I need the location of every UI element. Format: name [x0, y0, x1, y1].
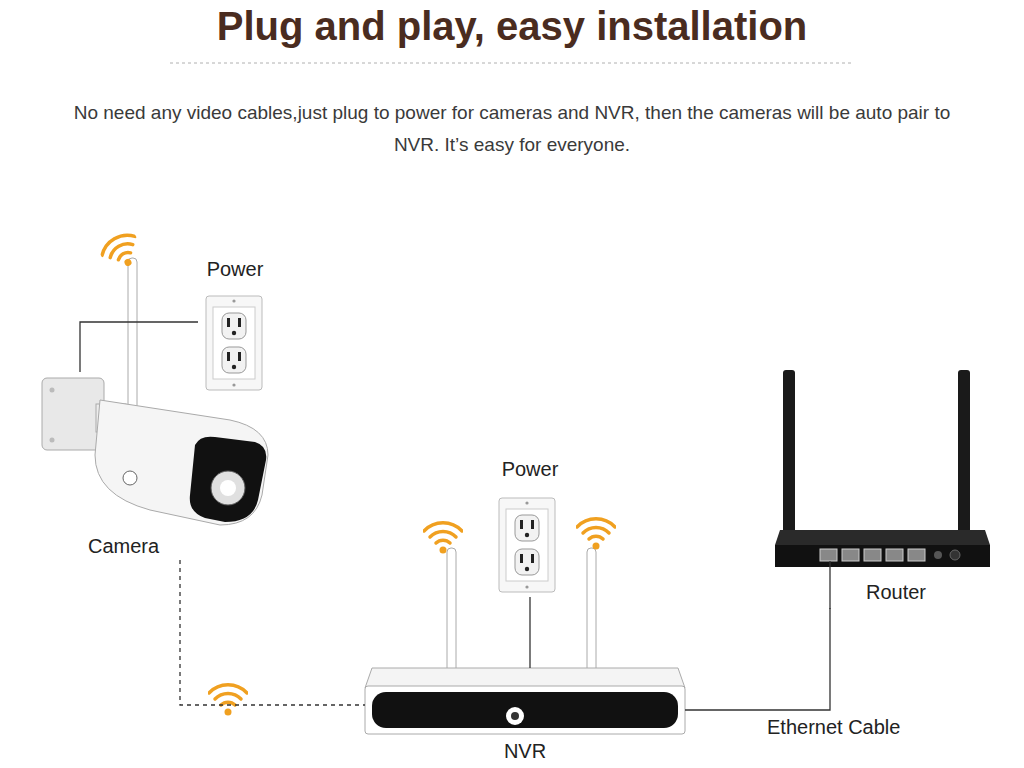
power-cord [529, 597, 530, 668]
camera-logo [123, 471, 137, 485]
wireless-link [180, 560, 365, 705]
nvr-panel [372, 692, 678, 728]
description-text: No need any video cables,just plug to po… [72, 97, 952, 161]
camera-antenna [128, 258, 137, 418]
router-top [775, 530, 990, 545]
cable-plug [829, 561, 830, 609]
router-node: Router [770, 368, 990, 608]
router-port [864, 549, 881, 561]
router-antenna [783, 370, 795, 538]
device-label: Router [866, 581, 926, 604]
nvr-antenna [587, 548, 596, 674]
wifi-icon [98, 229, 146, 275]
camera-body [95, 400, 268, 525]
router-port [886, 549, 903, 561]
nvr-recorder [365, 548, 685, 734]
cable-label: Ethernet Cable [765, 716, 902, 739]
nvr-front [365, 686, 685, 734]
camera-lens-center [220, 480, 236, 496]
page-title: Plug and play, easy installation [0, 2, 1024, 50]
nvr-top [365, 668, 685, 688]
wifi-icon [577, 519, 615, 550]
title-rule [170, 63, 852, 64]
device-label: Power [502, 458, 559, 481]
nvr-node: NVR [365, 668, 685, 766]
router [775, 370, 990, 609]
power-button [950, 550, 960, 560]
outlet-node: Power [198, 258, 272, 392]
router-port [908, 549, 925, 561]
camera-node: Camera [40, 372, 275, 560]
power-cord [80, 322, 198, 372]
router-port [842, 549, 859, 561]
router-port [820, 549, 837, 561]
nvr-antenna [447, 548, 456, 674]
bracket-screw [50, 388, 55, 393]
ethernet-cable [685, 608, 830, 710]
bullet-camera [42, 258, 268, 525]
nvr-logo [506, 707, 524, 725]
wifi-icon [209, 685, 247, 716]
nvr-logo-center [511, 712, 519, 720]
wifi-icon [424, 523, 462, 554]
router-antenna [958, 370, 970, 538]
wall-bracket [42, 378, 104, 450]
router-back [775, 545, 990, 567]
power-outlet [206, 296, 262, 390]
camera-front [190, 437, 266, 522]
device-label: Camera [88, 535, 159, 558]
outlet-node: Power [493, 458, 567, 597]
power-jack [934, 551, 942, 559]
device-label: NVR [504, 740, 546, 763]
camera-lens [211, 471, 245, 505]
power-outlet [499, 498, 555, 592]
bracket-screw [50, 438, 55, 443]
device-label: Power [207, 258, 264, 281]
